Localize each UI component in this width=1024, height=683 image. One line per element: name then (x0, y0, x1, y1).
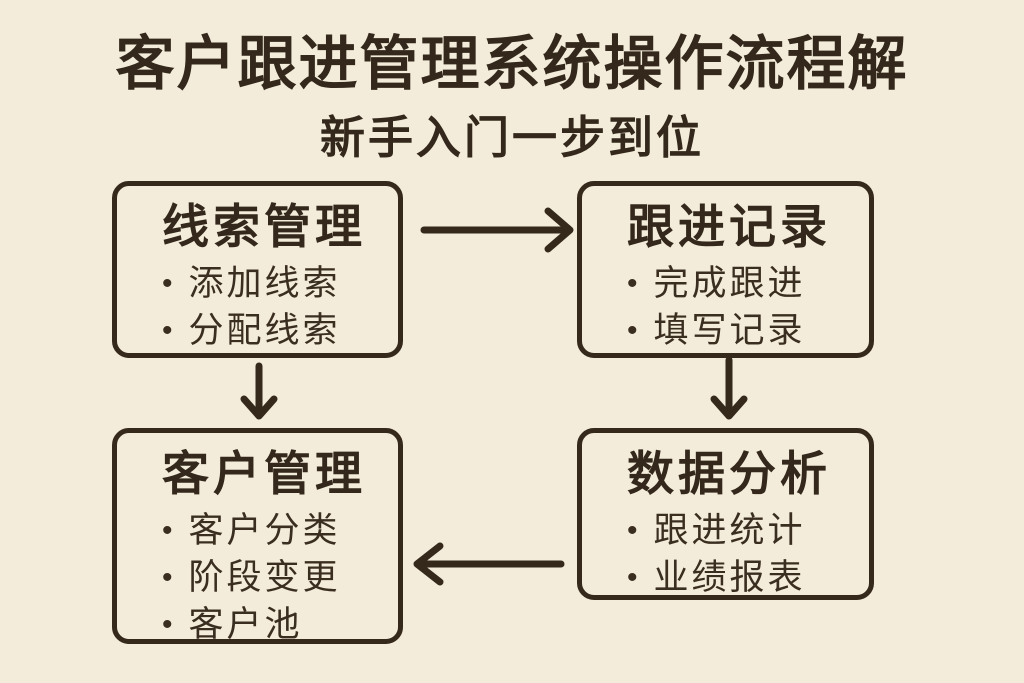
bullet-icon: • (627, 561, 641, 594)
node-item-list: • 添加线索 • 分配线索 (162, 260, 380, 354)
list-item-label: 完成跟进 (653, 264, 806, 303)
node-item-list: • 跟进统计 • 业绩报表 (627, 507, 851, 601)
list-item: • 跟进统计 (627, 507, 851, 554)
arrow-down-right-icon (710, 356, 748, 420)
list-item: • 客户分类 (162, 507, 380, 554)
bullet-icon: • (162, 561, 176, 594)
node-title: 客户管理 (162, 447, 366, 500)
bullet-icon: • (162, 267, 176, 300)
node-title: 数据分析 (627, 447, 831, 500)
list-item: • 添加线索 (162, 260, 380, 307)
arrow-right-icon (420, 207, 574, 253)
list-item-label: 跟进统计 (653, 511, 806, 550)
arrow-down-left-icon (240, 362, 278, 420)
list-item: • 业绩报表 (627, 554, 851, 601)
bullet-icon: • (162, 608, 176, 641)
bullet-icon: • (627, 514, 641, 547)
list-item: • 分配线索 (162, 307, 380, 354)
list-item-label: 分配线索 (188, 311, 341, 350)
node-followup-records: 跟进记录 • 完成跟进 • 填写记录 (577, 181, 874, 358)
node-title: 跟进记录 (627, 200, 831, 253)
list-item-label: 客户分类 (188, 511, 341, 550)
node-item-list: • 完成跟进 • 填写记录 (627, 260, 851, 354)
bullet-icon: • (627, 267, 641, 300)
node-data-analysis: 数据分析 • 跟进统计 • 业绩报表 (577, 428, 874, 600)
bullet-icon: • (162, 314, 176, 347)
list-item-label: 填写记录 (653, 311, 806, 350)
node-item-list: • 客户分类 • 阶段变更 • 客户池 (162, 507, 380, 648)
page-subtitle: 新手入门一步到位 (319, 112, 704, 163)
bullet-icon: • (162, 514, 176, 547)
node-lead-management: 线索管理 • 添加线索 • 分配线索 (112, 181, 403, 358)
list-item: • 客户池 (162, 601, 380, 648)
list-item-label: 添加线索 (188, 264, 341, 303)
list-item: • 阶段变更 (162, 554, 380, 601)
node-title: 线索管理 (162, 200, 366, 253)
bullet-icon: • (627, 314, 641, 347)
node-customer-management: 客户管理 • 客户分类 • 阶段变更 • 客户池 (112, 428, 403, 644)
list-item-label: 业绩报表 (653, 558, 806, 597)
list-item: • 填写记录 (627, 307, 851, 354)
page-title: 客户跟进管理系统操作流程解 (115, 31, 909, 97)
list-item: • 完成跟进 (627, 260, 851, 307)
arrow-left-icon (413, 542, 565, 586)
list-item-label: 阶段变更 (188, 558, 341, 597)
list-item-label: 客户池 (188, 605, 303, 644)
